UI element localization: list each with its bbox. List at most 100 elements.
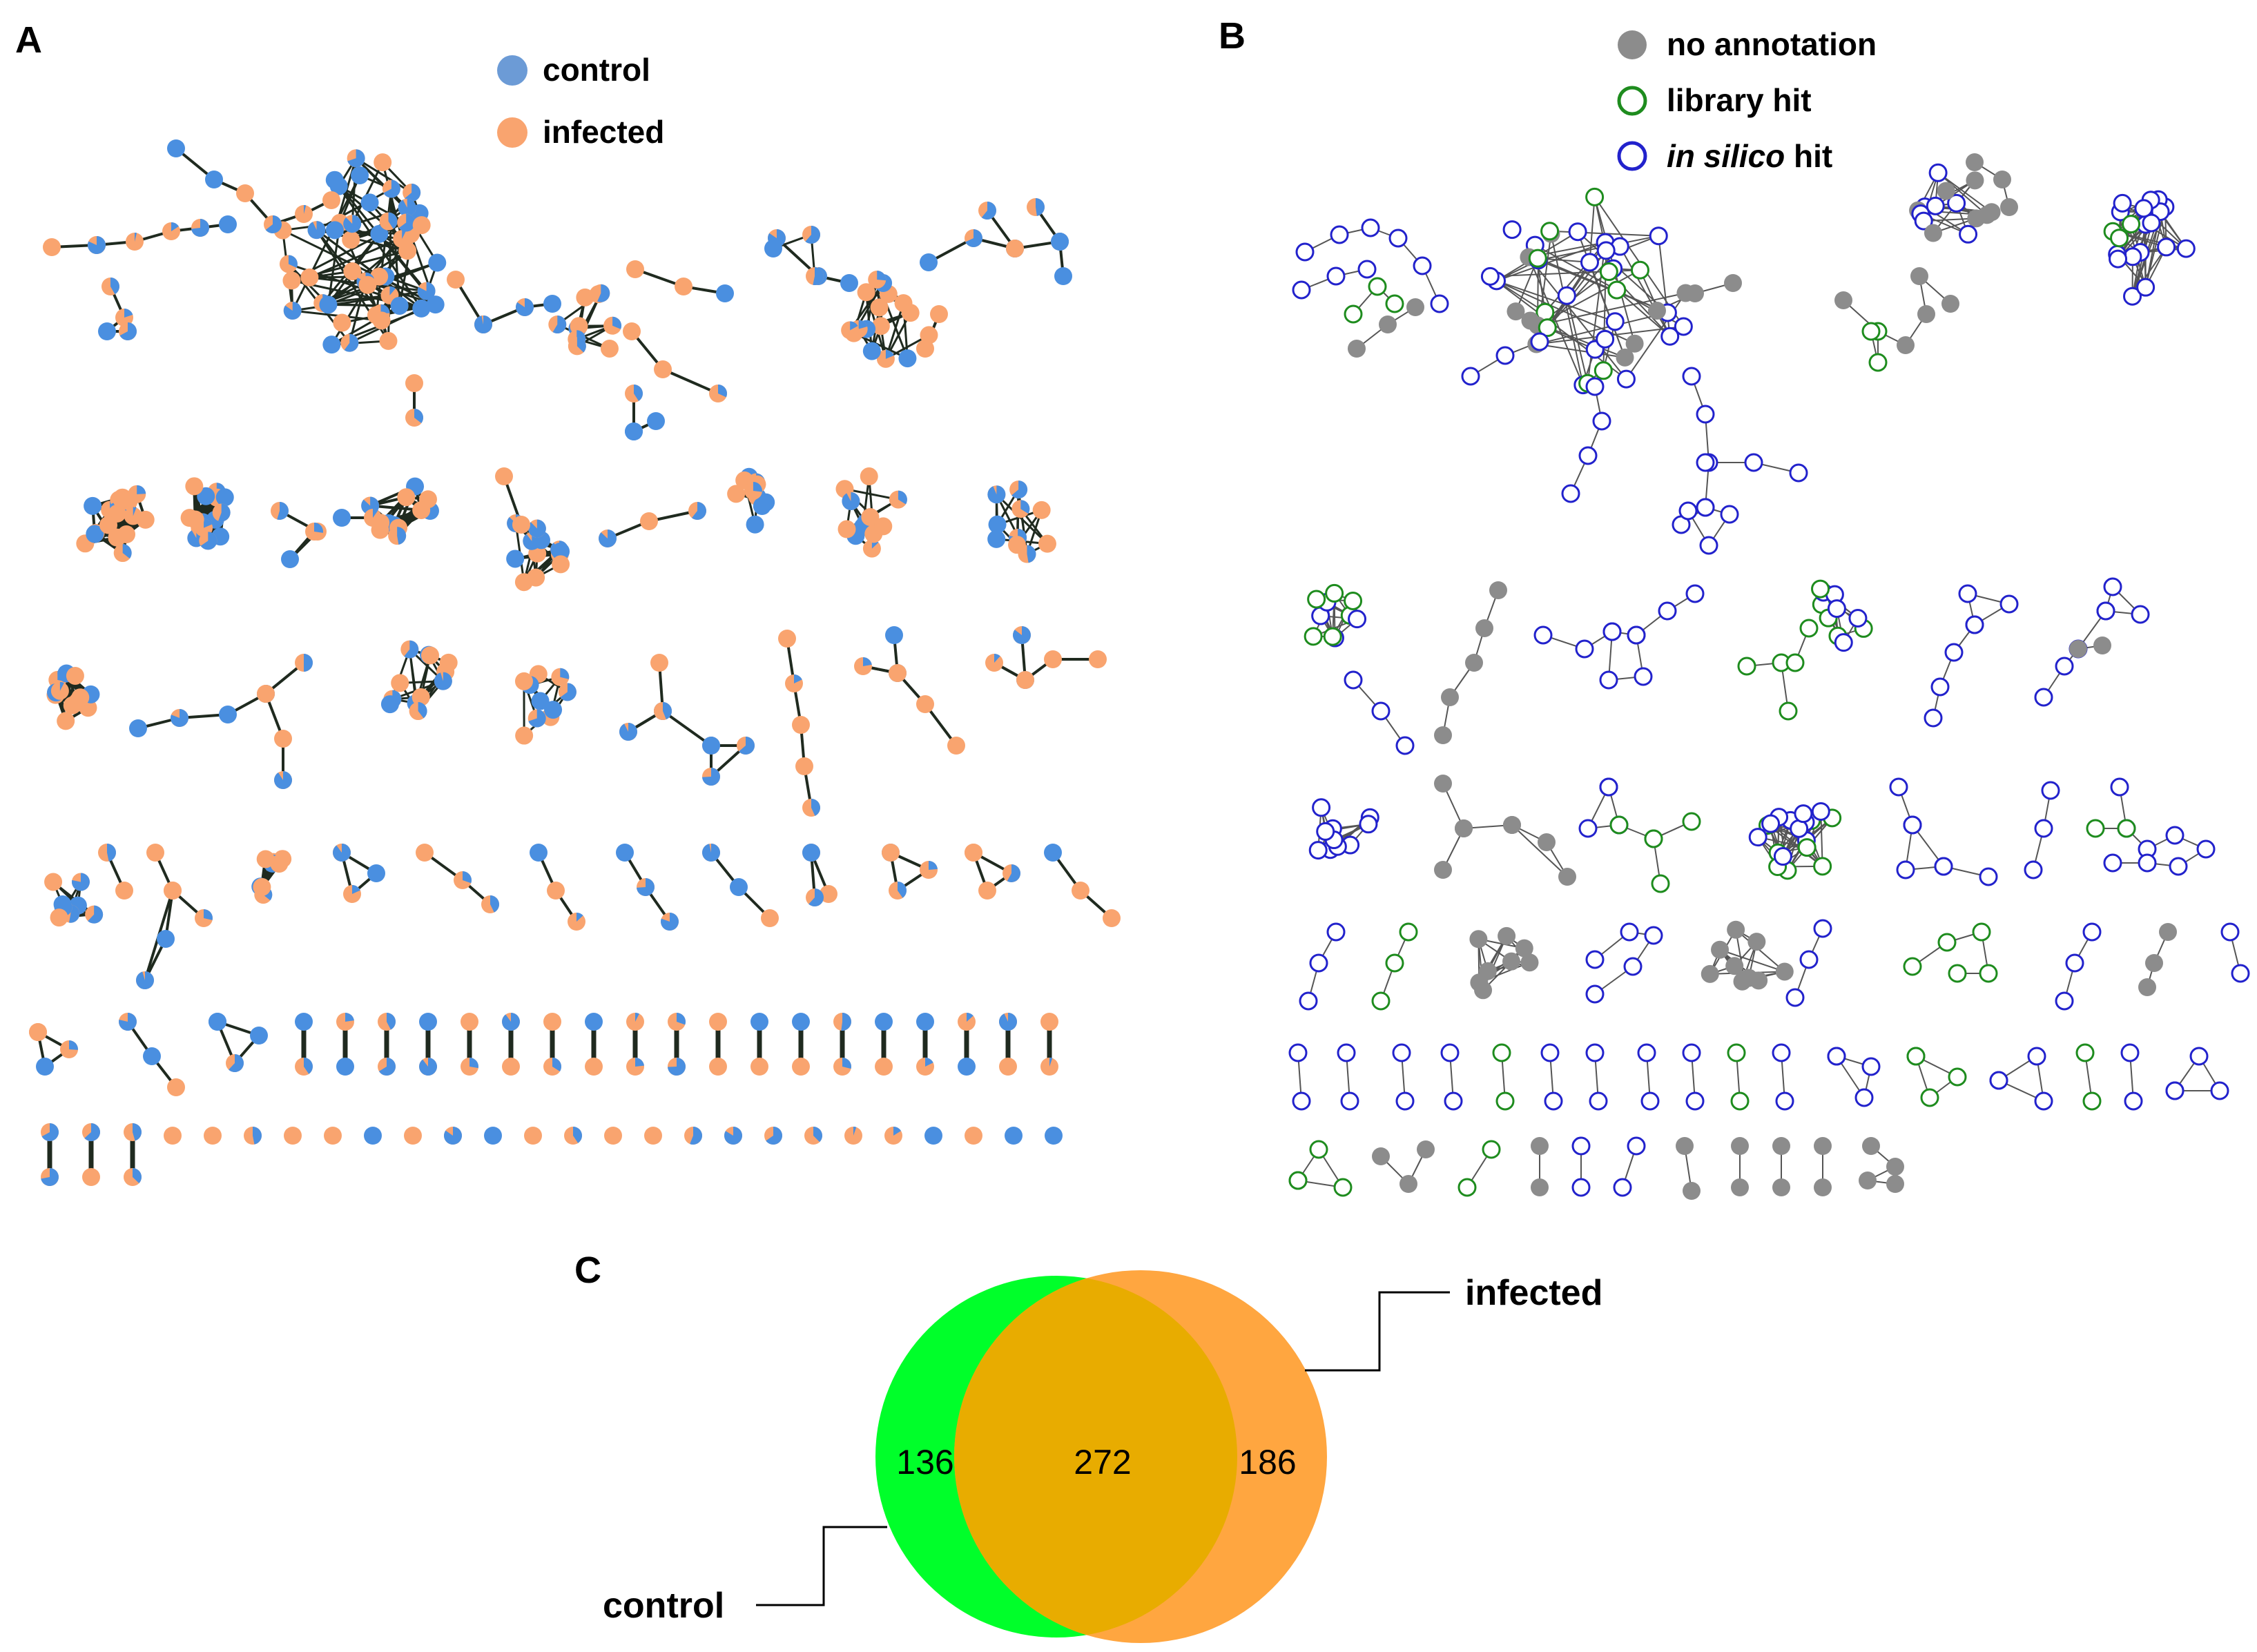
network-node: [987, 529, 1006, 548]
network-node: [568, 913, 585, 931]
network-node: [1326, 922, 1346, 942]
network-node: [626, 1058, 644, 1076]
network-node: [1392, 1043, 1411, 1062]
network-node: [512, 516, 530, 534]
network-edge: [1496, 242, 1606, 282]
network-node: [1531, 1178, 1549, 1196]
network-node: [2075, 1043, 2095, 1062]
network-edge: [333, 179, 423, 309]
network-node: [644, 1127, 662, 1145]
network-node: [1854, 1088, 1874, 1107]
network-node: [1372, 1147, 1390, 1165]
network-node: [1441, 688, 1459, 706]
network-node: [965, 1127, 982, 1145]
network-node: [434, 672, 452, 690]
network-node: [1457, 1178, 1477, 1197]
network-node: [1737, 657, 1756, 676]
network-node: [978, 882, 996, 900]
network-node: [1686, 284, 1704, 302]
network-node: [1926, 196, 1945, 215]
network-node: [1944, 643, 1964, 662]
network-node: [98, 322, 116, 340]
network-node: [412, 299, 431, 318]
network-node: [1685, 584, 1705, 603]
network-node: [2034, 1091, 2053, 1111]
legend-infected-swatch: [497, 117, 527, 148]
network-node: [795, 757, 813, 775]
network-node: [1089, 650, 1107, 668]
network-node: [212, 503, 231, 522]
network-node: [417, 282, 436, 300]
network-node: [1337, 1043, 1356, 1062]
network-node: [2110, 229, 2129, 248]
network-node: [1896, 860, 1915, 880]
network-node: [1937, 182, 1955, 200]
network-node: [1575, 639, 1594, 659]
network-node: [1304, 627, 1323, 646]
network-node: [1623, 957, 1643, 976]
network-node: [2145, 954, 2163, 972]
network-node: [1676, 1137, 1694, 1155]
network-node: [875, 1058, 893, 1076]
legend-library-hit-label: library hit: [1667, 82, 1812, 118]
network-node: [889, 882, 907, 900]
network-node: [1044, 650, 1062, 668]
network-node: [1474, 981, 1493, 1000]
network-node: [2082, 922, 2102, 942]
network-node: [1720, 505, 1739, 524]
network-node: [857, 283, 875, 302]
network-node: [495, 467, 513, 485]
network-node: [404, 1127, 422, 1145]
network-node: [1761, 814, 1781, 833]
network-node: [1599, 262, 1618, 282]
network-node: [2082, 1091, 2102, 1111]
venn-infected-label: infected: [1465, 1273, 1602, 1313]
network-node: [547, 882, 565, 900]
network-node: [264, 215, 282, 233]
network-node: [1288, 1171, 1308, 1190]
network-node: [115, 882, 133, 900]
network-node: [987, 485, 1006, 504]
network-node: [405, 374, 423, 392]
network-edge: [1537, 257, 1668, 313]
network-node: [1605, 312, 1625, 331]
network-edge: [1528, 256, 1627, 380]
network-node: [164, 1127, 182, 1145]
network-node: [113, 490, 131, 509]
network-node: [806, 267, 824, 285]
network-node: [1005, 1127, 1023, 1145]
network-node: [2157, 237, 2176, 257]
network-node: [36, 1058, 54, 1076]
network-node: [1813, 919, 1832, 938]
network-node: [668, 1058, 686, 1076]
network-node: [1827, 1047, 1846, 1066]
network-node: [382, 179, 400, 198]
network-node: [737, 737, 755, 755]
network-edge: [1511, 824, 1568, 877]
network-node: [1630, 260, 1649, 280]
network-node: [1644, 829, 1663, 848]
network-node: [916, 340, 934, 358]
network-node: [874, 517, 893, 536]
network-node: [746, 515, 764, 534]
network-node: [916, 1058, 934, 1076]
network-node: [2109, 249, 2128, 269]
network-node: [558, 683, 577, 701]
network-node: [204, 1127, 222, 1145]
network-node: [270, 855, 289, 873]
network-node: [1625, 334, 1644, 353]
network-node: [623, 322, 641, 340]
network-node: [568, 337, 586, 356]
network-node: [761, 909, 779, 927]
network-node: [1979, 867, 1998, 886]
network-node: [1371, 991, 1391, 1011]
network-node: [1799, 619, 1819, 638]
network-node: [1385, 294, 1404, 313]
network-node: [197, 487, 215, 505]
network-node: [1634, 667, 1653, 686]
network-node: [2041, 781, 2060, 800]
network-node: [2024, 860, 2043, 880]
network-node: [119, 322, 137, 340]
network-node: [84, 496, 102, 515]
network-node: [551, 668, 570, 686]
